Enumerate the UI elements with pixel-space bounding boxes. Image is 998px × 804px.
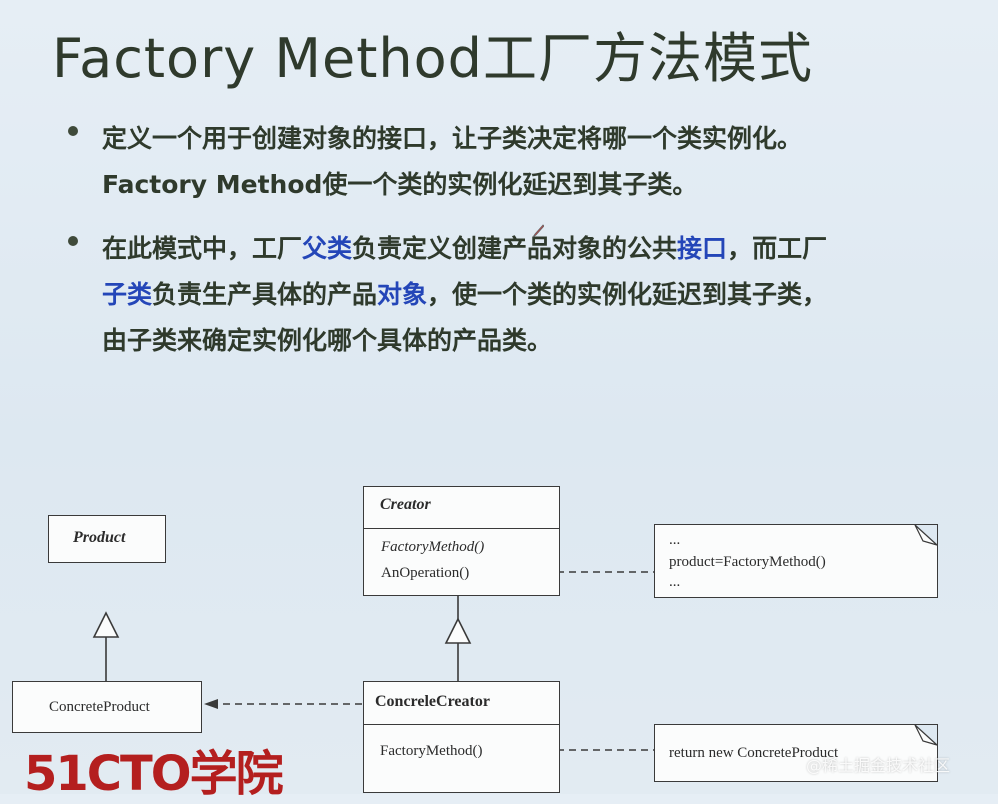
folded-corner-icon [914,524,938,546]
class-name: ConcreleCreator [375,693,490,710]
operation: AnOperation() [381,565,470,581]
uml-class-product: Product [48,515,166,563]
note-line: product=FactoryMethod() [669,554,826,570]
uml-class-concrete-creator: ConcreleCreator FactoryMethod() [363,681,560,793]
bullet-dot-icon [68,236,78,246]
operation: FactoryMethod() [381,539,485,555]
highlight-text: 子类 [102,280,153,309]
note-line: ... [669,532,681,548]
inheritance-arrow-icon [444,617,472,644]
folded-corner-icon [914,724,938,746]
text-run: 在此模式中，工厂 [102,234,303,263]
bullet-dot-icon [68,126,78,136]
text-run: 负责生产具体的产品 [152,280,378,309]
slide-title: Factory Method工厂方法模式 [52,27,813,90]
bullet-line: 定义一个用于创建对象的接口，让子类决定将哪一个类实例化。 [102,116,988,162]
divider [364,528,559,529]
bullet-line: 子类负责生产具体的产品对象，使一个类的实例化延迟到其子类， [102,272,988,318]
inheritance-arrow-icon [92,611,120,638]
bullet-line: 由子类来确定实例化哪个具体的产品类。 [102,318,988,364]
class-name: ConcreteProduct [49,699,150,715]
uml-class-concrete-product: ConcreteProduct [12,681,202,733]
bullet-list: 定义一个用于创建对象的接口，让子类决定将哪一个类实例化。 Factory Met… [68,116,988,382]
text-run: ，使一个类的实例化延迟到其子类， [427,280,828,309]
dependency-arrow-icon [204,699,218,709]
highlight-text: 接口 [677,234,728,263]
uml-class-creator: Creator FactoryMethod() AnOperation() [363,486,560,596]
note-line: return new ConcreteProduct [669,745,839,761]
uml-note: return new ConcreteProduct [654,724,938,782]
text-run: ，而工厂 [727,234,828,263]
pen-cursor-icon [532,224,544,238]
text-run: 负责定义创建产品对象的公共 [352,234,678,263]
note-line: ... [669,574,681,590]
text-run: 定义一个用于创建对象的接口，让子类决定将哪一个类实例化。 [102,124,803,153]
class-name: Product [73,529,126,546]
bullet-line: Factory Method使一个类的实例化延迟到其子类。 [102,162,988,208]
highlight-text: 父类 [302,234,353,263]
uml-note: ... product=FactoryMethod() ... [654,524,938,598]
brand-logo: 51CTO学院 [24,746,284,802]
highlight-text: 对象 [377,280,428,309]
watermark: @稀土掘金技术社区 [806,756,951,775]
bullet-item: 定义一个用于创建对象的接口，让子类决定将哪一个类实例化。 Factory Met… [68,116,988,208]
divider [364,724,559,725]
text-run: 由子类来确定实例化哪个具体的产品类。 [102,326,553,355]
text-run: Factory Method使一个类的实例化延迟到其子类。 [102,170,698,199]
operation: FactoryMethod() [380,743,483,759]
bullet-line: 在此模式中，工厂父类负责定义创建产品对象的公共接口，而工厂 [102,226,988,272]
class-name: Creator [380,496,431,513]
bullet-item: 在此模式中，工厂父类负责定义创建产品对象的公共接口，而工厂 子类负责生产具体的产… [68,226,988,364]
